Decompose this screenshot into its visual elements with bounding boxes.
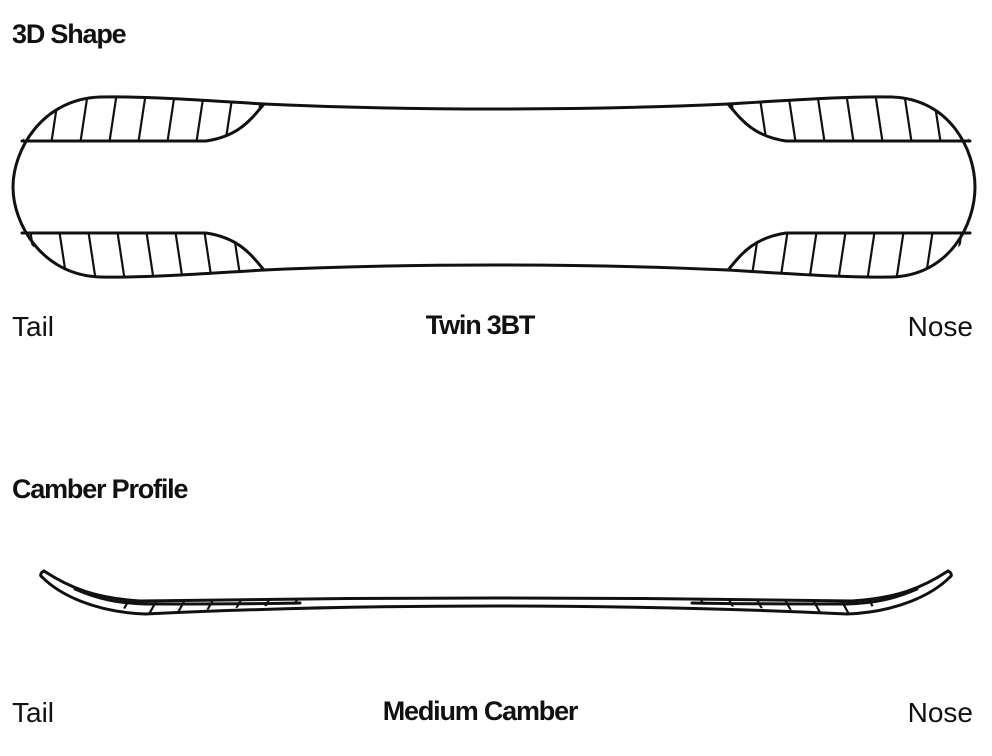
profile-name-label: Medium Camber — [382, 696, 579, 726]
camber-tail-tip — [39, 569, 46, 579]
shape-section-title: 3D Shape — [12, 19, 127, 49]
camber-bottom-line — [40, 575, 952, 616]
hatch-line — [115, 233, 127, 278]
hatch-line — [865, 233, 877, 278]
nose-bottom-edge-line — [726, 231, 972, 272]
board-outline — [11, 95, 977, 279]
hatch-line — [810, 600, 824, 613]
hatch-line — [778, 233, 790, 278]
tail-bottom-edge-line — [20, 231, 266, 272]
shape-name-label: Twin 3BT — [425, 310, 536, 340]
profile-tail-label: Tail — [12, 697, 55, 728]
hatch-line — [86, 233, 98, 278]
hatch-line — [786, 96, 798, 141]
hatch-line — [174, 600, 188, 613]
hatch-line — [118, 600, 132, 613]
shape-tail-label: Tail — [12, 311, 55, 342]
hatch-line — [782, 600, 796, 613]
hatch-line — [894, 233, 906, 278]
hatch-line — [754, 600, 768, 613]
hatch-line — [144, 233, 156, 278]
hatch-line — [902, 96, 914, 141]
hatch-line — [194, 96, 206, 141]
hatch-line — [136, 96, 148, 141]
hatch-line — [202, 233, 214, 278]
camber-tail-inner-line — [73, 587, 302, 606]
hatch-line — [202, 600, 216, 613]
profile-nose-label: Nose — [907, 697, 973, 728]
hatch-line — [807, 233, 819, 278]
camber-nose-tip — [946, 569, 953, 579]
hatch-line — [844, 96, 856, 141]
shape-nose-label: Nose — [907, 311, 973, 342]
board-top-view-diagram — [11, 95, 977, 279]
hatch-line — [873, 96, 885, 141]
hatch-line — [165, 96, 177, 141]
hatch-line — [146, 600, 160, 613]
camber-top-line — [42, 569, 950, 603]
hatch-line — [230, 600, 244, 613]
camber-profile-diagram — [39, 569, 953, 616]
hatch-line — [838, 600, 852, 613]
hatch-line — [78, 96, 90, 141]
hatch-line — [836, 233, 848, 278]
profile-section-title: Camber Profile — [12, 474, 188, 504]
hatch-line — [107, 96, 119, 141]
hatch-line — [173, 233, 185, 278]
hatch-line — [815, 96, 827, 141]
